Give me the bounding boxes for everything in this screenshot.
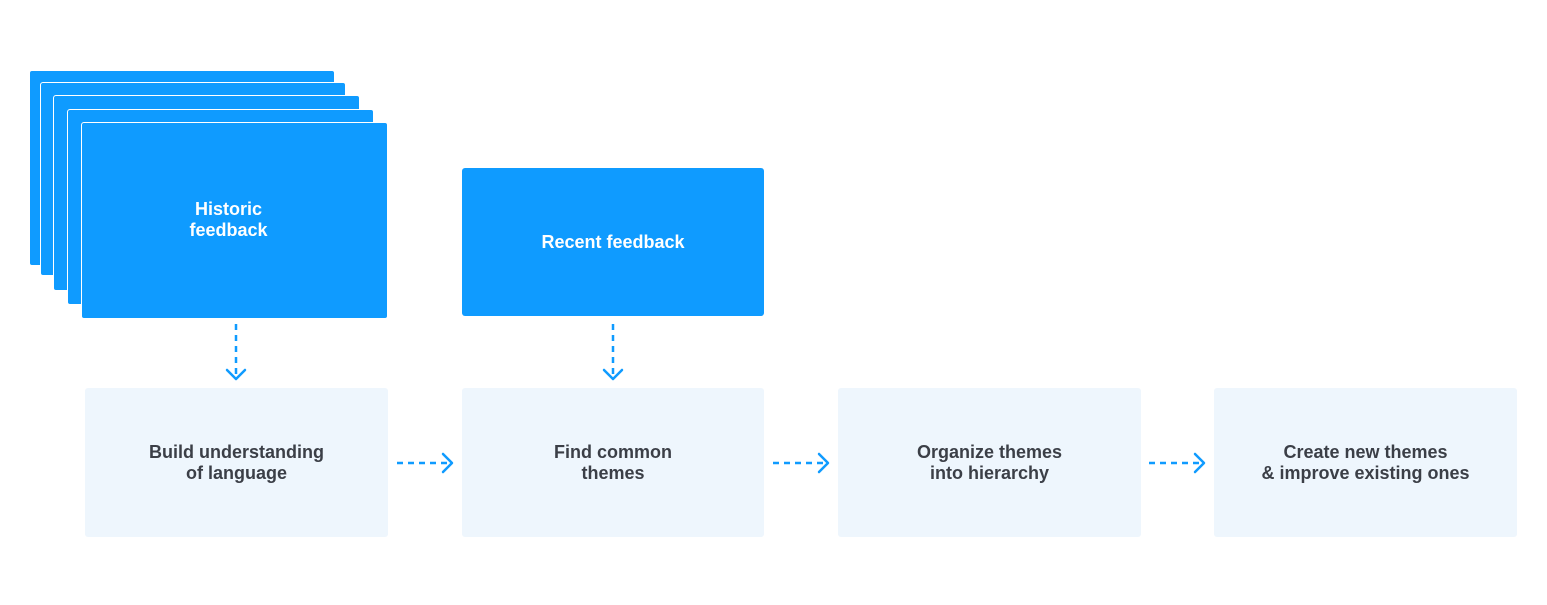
step-find-common-themes: Find common themes [462,388,764,537]
recent-feedback-label: Recent feedback [541,231,685,252]
historic-feedback-label: Historic feedback [189,199,268,240]
step-build-understanding: Build understanding of language [85,388,388,537]
organize-to-create-arrow [1149,452,1206,474]
historic-to-build-arrow [225,324,247,381]
recent-to-find-arrow [602,324,624,381]
step-organize-themes: Organize themes into hierarchy [838,388,1141,537]
find-to-organize-arrow [773,452,830,474]
build-to-find-arrow [397,452,454,474]
recent-feedback-card [462,168,764,316]
historic-feedback-card [81,122,388,319]
step-create-new-themes: Create new themes & improve existing one… [1214,388,1517,537]
